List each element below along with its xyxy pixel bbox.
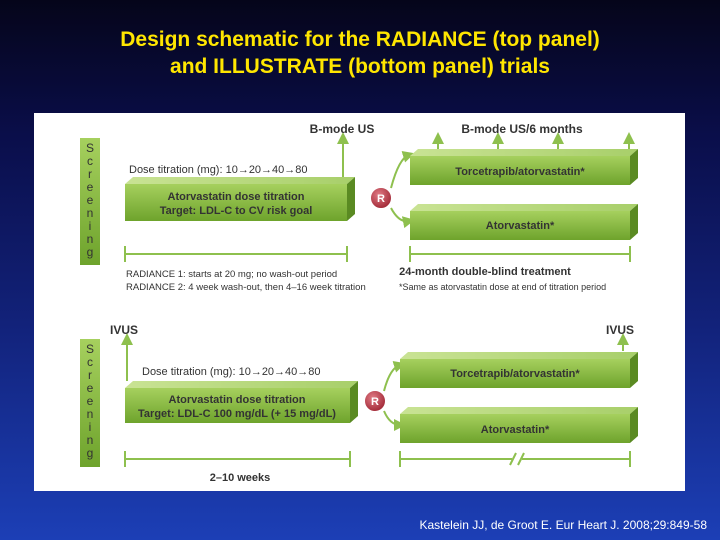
bottom-randomize-label: R [371, 396, 379, 408]
bottom-ivus-right-label: IVUS [606, 323, 634, 337]
top-titration-box-side [347, 177, 355, 221]
top-arm2-box-top [410, 204, 638, 211]
bottom-titration-box [125, 388, 350, 423]
bottom-screening-letter: c [87, 355, 93, 369]
bottom-arm1-label: Torcetrapib/atorvastatin* [450, 368, 580, 380]
top-screening-bar [80, 138, 100, 265]
top-screening-letter: n [87, 206, 94, 220]
bottom-titration-box-line2: Target: LDL-C 100 mg/dL (+ 15 mg/dL) [138, 408, 336, 420]
bottom-screening-letter: g [87, 446, 94, 460]
top-screening-letter: S [86, 141, 94, 155]
top-note-radiance1: RADIANCE 1: starts at 20 mg; no wash-out… [126, 269, 337, 280]
bottom-arm1-box [400, 359, 630, 388]
top-titration-box-top [125, 177, 355, 184]
top-arm1-label: Torcetrapib/atorvastatin* [455, 166, 585, 178]
bottom-screening-label: S c r e e n i n g [86, 342, 94, 460]
citation: Kastelein JJ, de Groot E. Eur Heart J. 2… [419, 518, 708, 532]
bottom-screening-letter: n [87, 407, 94, 421]
bottom-screening-letter: S [86, 342, 94, 356]
bottom-arm1-box-side [630, 352, 638, 388]
top-screening-letter: e [87, 180, 94, 194]
bottom-arm2-box-top [400, 407, 638, 414]
top-titration-box [125, 184, 347, 221]
bottom-arm1-box-top [400, 352, 638, 359]
top-bmode-us-label: B-mode US [310, 122, 375, 136]
top-screening-letter: e [87, 193, 94, 207]
bottom-screening-bar [80, 339, 100, 467]
top-arm1-box-side [630, 149, 638, 185]
bottom-titration-box-line1: Atorvastatin dose titration [169, 394, 306, 406]
top-screening-letter: i [89, 219, 92, 233]
top-arm2-box-side [630, 204, 638, 240]
top-randomize-label: R [377, 193, 385, 205]
slide-title: Design schematic for the RADIANCE (top p… [0, 26, 720, 80]
top-screening-letter: r [88, 167, 92, 181]
top-screening-letter: c [87, 154, 93, 168]
bottom-screening-letter: r [88, 368, 92, 382]
top-arm1-box [410, 156, 630, 185]
bottom-timeline-break [509, 452, 517, 466]
top-randomize-circle [369, 186, 393, 210]
top-screening-letter: g [87, 245, 94, 259]
top-panel: S c r e e n i n g B-mode US B-mode US/6 … [80, 122, 638, 293]
bottom-panel: S c r e e n i n g IVUS IVUS Dose titrati… [80, 323, 638, 484]
top-arm2-label: Atorvastatin* [486, 220, 555, 232]
top-footnote: *Same as atorvastatin dose at end of tit… [399, 282, 606, 292]
bottom-randomize-arrow-down [383, 410, 406, 431]
bottom-titration-box-side [350, 381, 358, 423]
bottom-dose-titration-label: Dose titration (mg): 10→20→40→80 [142, 366, 321, 378]
bottom-duration-label: 2–10 weeks [210, 472, 271, 484]
top-arm1-box-top [410, 149, 638, 156]
bottom-arm2-box-side [630, 407, 638, 443]
diagram-panel: S c r e e n i n g B-mode US B-mode US/6 … [34, 113, 685, 491]
bottom-arm2-label: Atorvastatin* [481, 424, 550, 436]
top-bmode-us-6m-label: B-mode US/6 months [461, 122, 583, 136]
title-line-1: Design schematic for the RADIANCE (top p… [120, 28, 600, 51]
top-randomize-arrow-down [390, 207, 415, 229]
top-screening-label: S c r e e n i n g [86, 141, 94, 259]
top-arm2-box [410, 211, 630, 240]
bottom-randomize-circle [363, 389, 387, 413]
bottom-ivus-left-label: IVUS [110, 323, 138, 337]
top-randomize-arrow-up [390, 150, 415, 189]
bottom-arm2-box [400, 414, 630, 443]
top-screening-letter: n [87, 232, 94, 246]
bottom-titration-box-top [125, 381, 358, 388]
bottom-timeline-break [517, 452, 525, 466]
bottom-randomize-arrow-up [383, 360, 406, 392]
bottom-screening-letter: i [89, 420, 92, 434]
top-note-radiance2: RADIANCE 2: 4 week wash-out, then 4–16 w… [126, 282, 366, 293]
top-treatment-label: 24-month double-blind treatment [399, 266, 571, 278]
top-titration-box-line1: Atorvastatin dose titration [168, 191, 305, 203]
top-titration-box-line2: Target: LDL-C to CV risk goal [160, 205, 313, 217]
title-line-2: and ILLUSTRATE (bottom panel) trials [170, 55, 550, 78]
top-dose-titration-label: Dose titration (mg): 10→20→40→80 [129, 164, 308, 176]
bottom-screening-letter: e [87, 381, 94, 395]
trial-design-diagram: S c r e e n i n g B-mode US B-mode US/6 … [80, 122, 638, 484]
bottom-screening-letter: n [87, 433, 94, 447]
bottom-screening-letter: e [87, 394, 94, 408]
